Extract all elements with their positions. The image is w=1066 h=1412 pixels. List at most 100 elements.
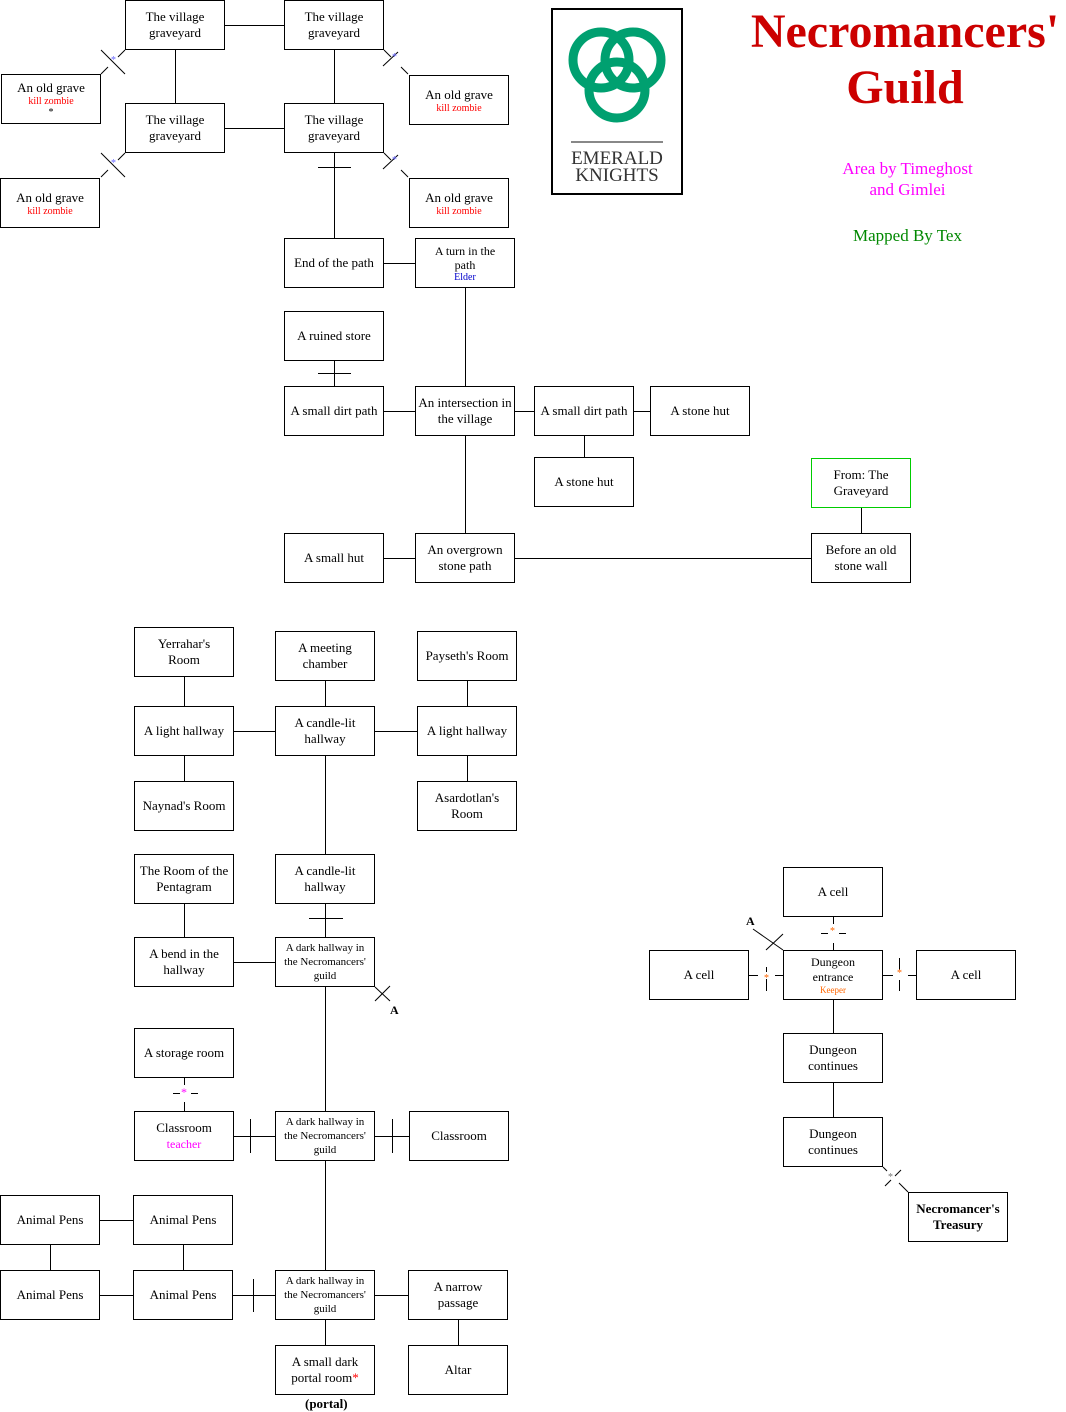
room-before-wall[interactable]: Before an old stone wall <box>811 533 911 583</box>
mob-label: kill zombie <box>436 205 482 217</box>
room-classroom[interactable]: Classroom <box>409 1111 509 1161</box>
room-dungeon-continues[interactable]: Dungeon continues <box>783 1117 883 1167</box>
room-label: A small dirt path <box>540 403 628 418</box>
door-marker: * <box>888 1172 893 1183</box>
room-small-hut[interactable]: A small hut <box>284 533 384 583</box>
room-village-graveyard[interactable]: The village graveyard <box>125 103 225 153</box>
room-naynad[interactable]: Naynad's Room <box>134 781 234 831</box>
room-label: A dark hallway in the Necromancers' guil… <box>284 1275 366 1315</box>
logo-text-line2: KNIGHTS <box>575 165 658 186</box>
mark: * <box>48 107 54 118</box>
room-altar[interactable]: Altar <box>408 1345 508 1395</box>
mob-label: Keeper <box>820 984 846 995</box>
room-dungeon-continues[interactable]: Dungeon continues <box>783 1033 883 1083</box>
room-small-dirt-path[interactable]: A small dirt path <box>534 386 634 436</box>
room-end-of-path[interactable]: End of the path <box>284 238 384 288</box>
door-marker: * <box>111 55 116 66</box>
room-label: A small dirt path <box>290 403 378 418</box>
room-label: Animal Pens <box>149 1287 217 1302</box>
room-dark-hallway[interactable]: A dark hallway in the Necromancers' guil… <box>275 1111 375 1161</box>
room-cell[interactable]: A cell <box>649 950 749 1000</box>
room-small-dirt-path[interactable]: A small dirt path <box>284 386 384 436</box>
room-narrow-passage[interactable]: A narrow passage <box>408 1270 508 1320</box>
room-label: A narrow passage <box>433 1279 483 1310</box>
door-marker: * <box>392 52 397 63</box>
room-ruined-store[interactable]: A ruined store <box>284 311 384 361</box>
room-cell[interactable]: A cell <box>916 950 1016 1000</box>
room-candle-hallway[interactable]: A candle-lit hallway <box>275 706 375 756</box>
room-light-hallway[interactable]: A light hallway <box>134 706 234 756</box>
room-label: From: The Graveyard <box>833 467 889 498</box>
mob-label: teacher <box>166 1137 202 1151</box>
room-label: A dark hallway in the Necromancers' guil… <box>284 1116 366 1156</box>
room-dark-hallway[interactable]: A dark hallway in the Necromancers' guil… <box>275 1270 375 1320</box>
mob-label: kill zombie <box>28 96 74 107</box>
room-candle-hallway[interactable]: A candle-lit hallway <box>275 854 375 904</box>
room-label: A bend in the hallway <box>149 946 219 977</box>
room-label: A cell <box>817 884 849 899</box>
room-label: Naynad's Room <box>142 798 226 813</box>
title-line1: Necromancers' <box>750 5 1060 58</box>
room-label: A light hallway <box>143 723 225 738</box>
room-label: An old grave <box>425 86 493 102</box>
mob-label: kill zombie <box>27 205 73 217</box>
room-meeting-chamber[interactable]: A meeting chamber <box>275 631 375 681</box>
room-label: Dungeon continues <box>808 1042 858 1073</box>
room-dark-hallway[interactable]: A dark hallway in the Necromancers' guil… <box>275 937 375 987</box>
room-from-graveyard[interactable]: From: The Graveyard <box>811 458 911 508</box>
room-cell[interactable]: A cell <box>783 867 883 917</box>
logo-text-line1: EMERALD <box>571 148 663 169</box>
room-stone-hut[interactable]: A stone hut <box>534 457 634 507</box>
room-treasury[interactable]: Necromancer's Treasury <box>908 1192 1008 1242</box>
room-animal-pens[interactable]: Animal Pens <box>0 1270 100 1320</box>
room-light-hallway[interactable]: A light hallway <box>417 706 517 756</box>
area-by: Area by Timeghost <box>842 159 973 178</box>
room-label: Altar <box>444 1362 472 1377</box>
room-animal-pens[interactable]: Animal Pens <box>133 1195 233 1245</box>
room-village-graveyard[interactable]: The village graveyard <box>125 0 225 50</box>
room-intersection[interactable]: An intersection in the village <box>415 386 515 436</box>
room-payseth[interactable]: Payseth's Room <box>417 631 517 681</box>
door-marker: * <box>392 155 397 166</box>
room-animal-pens[interactable]: Animal Pens <box>133 1270 233 1320</box>
room-storage[interactable]: A storage room <box>134 1028 234 1078</box>
room-portal[interactable]: A small dark portal room* <box>275 1345 375 1395</box>
room-label: A small hut <box>304 550 364 565</box>
room-bend[interactable]: A bend in the hallway <box>134 937 234 987</box>
room-label: The village graveyard <box>304 112 364 143</box>
room-stone-hut[interactable]: A stone hut <box>650 386 750 436</box>
room-overgrown-path[interactable]: An overgrown stone path <box>415 533 515 583</box>
room-village-graveyard[interactable]: The village graveyard <box>284 0 384 50</box>
portal-mark: * <box>352 1370 359 1385</box>
mob-label: kill zombie <box>436 102 482 114</box>
room-label: An old grave <box>17 80 85 95</box>
room-label: Animal Pens <box>16 1287 84 1302</box>
room-label: A turn in the path <box>434 243 496 272</box>
room-asardotlan[interactable]: Asardotlan's Room <box>417 781 517 831</box>
room-pentagram[interactable]: The Room of the Pentagram <box>134 854 234 904</box>
portal-label: (portal) <box>305 1396 348 1411</box>
room-yerrahar[interactable]: Yerrahar's Room <box>134 627 234 677</box>
room-label: Necromancer's Treasury <box>916 1201 1000 1232</box>
room-label: An old grave <box>425 189 493 205</box>
area-by-2: and Gimlei <box>869 180 946 199</box>
door-marker: * <box>181 1085 187 1099</box>
room-label: An intersection in the village <box>418 395 512 426</box>
room-label: Dungeon continues <box>808 1126 858 1157</box>
room-label: A ruined store <box>297 328 371 343</box>
room-label: A light hallway <box>426 723 508 738</box>
room-label: A small dark portal room <box>291 1354 359 1385</box>
room-village-graveyard[interactable]: The village graveyard <box>284 103 384 153</box>
room-animal-pens[interactable]: Animal Pens <box>0 1195 100 1245</box>
room-label: A storage room <box>143 1045 225 1060</box>
room-label: A candle-lit hallway <box>294 863 356 894</box>
room-label: Asardotlan's Room <box>434 790 500 821</box>
